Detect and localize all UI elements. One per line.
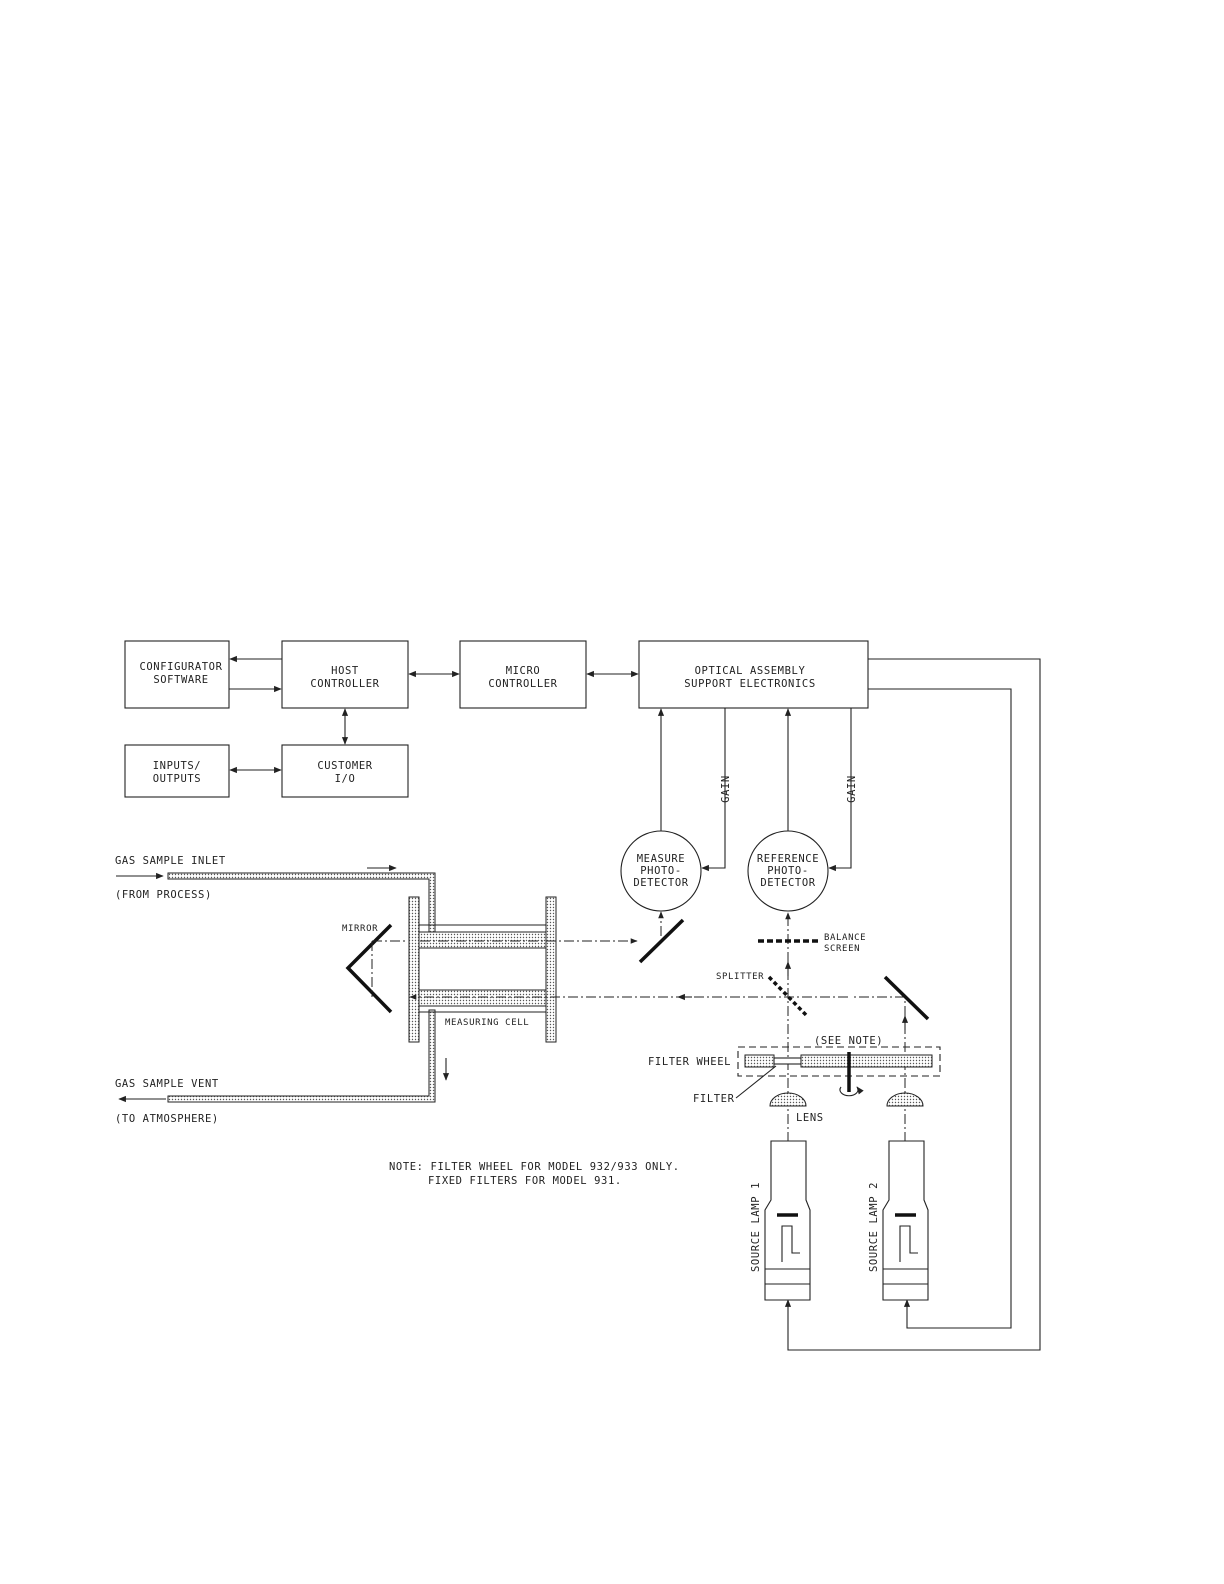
reference-label-line3: DETECTOR xyxy=(760,877,815,889)
balance-screen: BALANCE SCREEN xyxy=(758,933,866,954)
measuring-cell: MEASURING CELL xyxy=(408,896,557,1043)
gain-label-measure: GAIN xyxy=(720,775,732,803)
lamp2-label: SOURCE LAMP 2 xyxy=(868,1182,880,1272)
gas-vent-label: GAS SAMPLE VENT xyxy=(115,1078,219,1090)
host-controller-block: HOST CONTROLLER xyxy=(281,640,409,709)
beam-splitter: SPLITTER xyxy=(716,972,810,1019)
customer-io-block: CUSTOMER I/O xyxy=(281,744,409,798)
note-line2: FIXED FILTERS FOR MODEL 931. xyxy=(428,1175,622,1187)
block-connectors xyxy=(229,655,639,774)
filter-label: FILTER xyxy=(693,1093,735,1105)
source-lamp-2: SOURCE LAMP 2 xyxy=(868,1140,929,1301)
inputs-label-line2: OUTPUTS xyxy=(153,773,201,785)
micro-label-line2: CONTROLLER xyxy=(488,678,557,690)
measure-label-line1: MEASURE xyxy=(637,853,685,865)
see-note-label: (SEE NOTE) xyxy=(814,1035,883,1047)
note-line1: NOTE: FILTER WHEEL FOR MODEL 932/933 ONL… xyxy=(389,1161,680,1173)
splitter-label: SPLITTER xyxy=(716,972,764,982)
host-label-line2: CONTROLLER xyxy=(310,678,379,690)
optical-assembly-block: OPTICAL ASSEMBLY SUPPORT ELECTRONICS xyxy=(638,640,869,709)
gain-label-reference: GAIN xyxy=(846,775,858,803)
measuring-cell-label: MEASURING CELL xyxy=(445,1018,529,1028)
lamp2-fold-mirror xyxy=(883,975,930,1021)
model-note: NOTE: FILTER WHEEL FOR MODEL 932/933 ONL… xyxy=(389,1161,680,1187)
gas-sample-inlet: GAS SAMPLE INLET (FROM PROCESS) xyxy=(115,855,547,949)
customer-label-line2: I/O xyxy=(335,773,356,785)
inputs-label-line1: INPUTS/ xyxy=(153,760,201,772)
customer-label-line1: CUSTOMER xyxy=(317,760,372,772)
micro-label-line1: MICRO xyxy=(506,665,541,677)
gas-vent-sublabel: (TO ATMOSPHERE) xyxy=(115,1113,219,1125)
mirror-label: MIRROR xyxy=(342,924,378,934)
measure-fold-mirror xyxy=(638,918,685,964)
cell-mirror: MIRROR xyxy=(342,923,393,1014)
lens-label: LENS xyxy=(796,1112,824,1124)
configurator-label-line1: CONFIGURATOR xyxy=(139,661,222,673)
filter-wheel-assembly: (SEE NOTE) FILTER WHEEL FILTER xyxy=(648,1035,941,1105)
micro-controller-block: MICRO CONTROLLER xyxy=(459,640,587,709)
measure-label-line3: DETECTOR xyxy=(633,877,688,889)
filter-wheel-label: FILTER WHEEL xyxy=(648,1056,731,1068)
reference-label-line1: REFERENCE xyxy=(757,853,819,865)
optical-label-line2: SUPPORT ELECTRONICS xyxy=(684,678,816,690)
lenses: LENS xyxy=(769,1092,924,1124)
balance-screen-label-line1: BALANCE xyxy=(824,933,866,943)
configurator-label-line2: SOFTWARE xyxy=(153,674,208,686)
measure-label-line2: PHOTO- xyxy=(640,865,682,877)
host-label-line1: HOST xyxy=(331,665,359,677)
gas-sample-vent: GAS SAMPLE VENT (TO ATMOSPHERE) xyxy=(115,989,547,1125)
measure-photodetector: MEASURE PHOTO- DETECTOR xyxy=(620,830,702,912)
balance-screen-label-line2: SCREEN xyxy=(824,944,860,954)
reference-label-line2: PHOTO- xyxy=(767,865,809,877)
lamp1-label: SOURCE LAMP 1 xyxy=(750,1182,762,1272)
lamp-feed-lines xyxy=(784,658,1041,1351)
reference-photodetector: REFERENCE PHOTO- DETECTOR xyxy=(747,830,829,912)
inputs-outputs-block: INPUTS/ OUTPUTS xyxy=(124,744,230,798)
detector-connections: GAIN GAIN xyxy=(657,708,858,872)
configurator-software-block: CONFIGURATOR SOFTWARE xyxy=(124,640,230,709)
beam-paths xyxy=(371,911,909,1160)
gas-inlet-label: GAS SAMPLE INLET xyxy=(115,855,226,867)
gas-inlet-sublabel: (FROM PROCESS) xyxy=(115,889,212,901)
optical-label-line1: OPTICAL ASSEMBLY xyxy=(695,665,806,677)
source-lamp-1: SOURCE LAMP 1 xyxy=(750,1140,811,1301)
